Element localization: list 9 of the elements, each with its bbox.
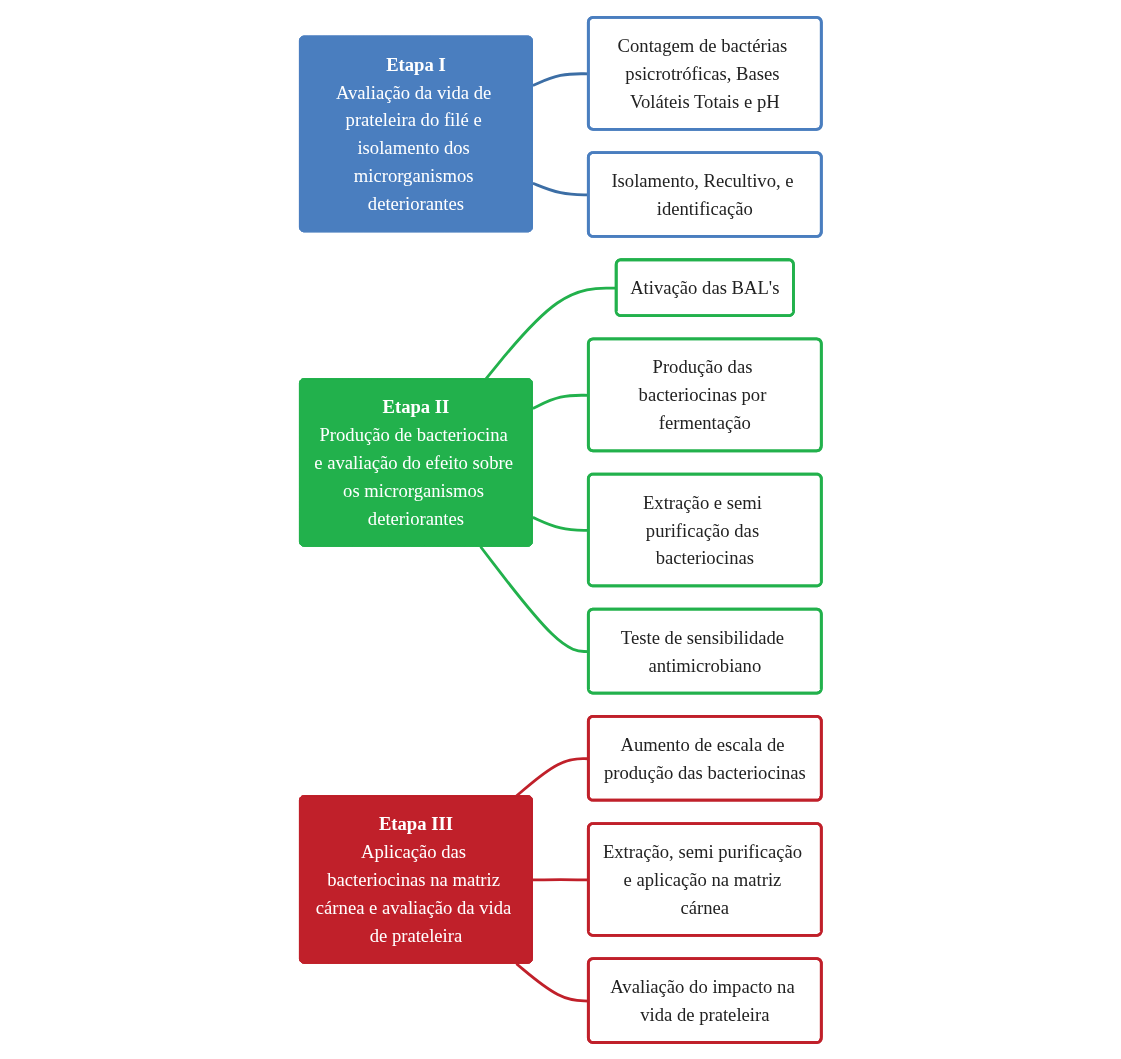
connector [532,877,589,881]
connector [532,71,589,87]
connector [532,515,589,532]
connector [515,756,589,797]
connector [484,286,617,380]
connector [532,393,589,410]
connector [515,962,589,1002]
connector [479,545,589,653]
connector [532,181,589,196]
